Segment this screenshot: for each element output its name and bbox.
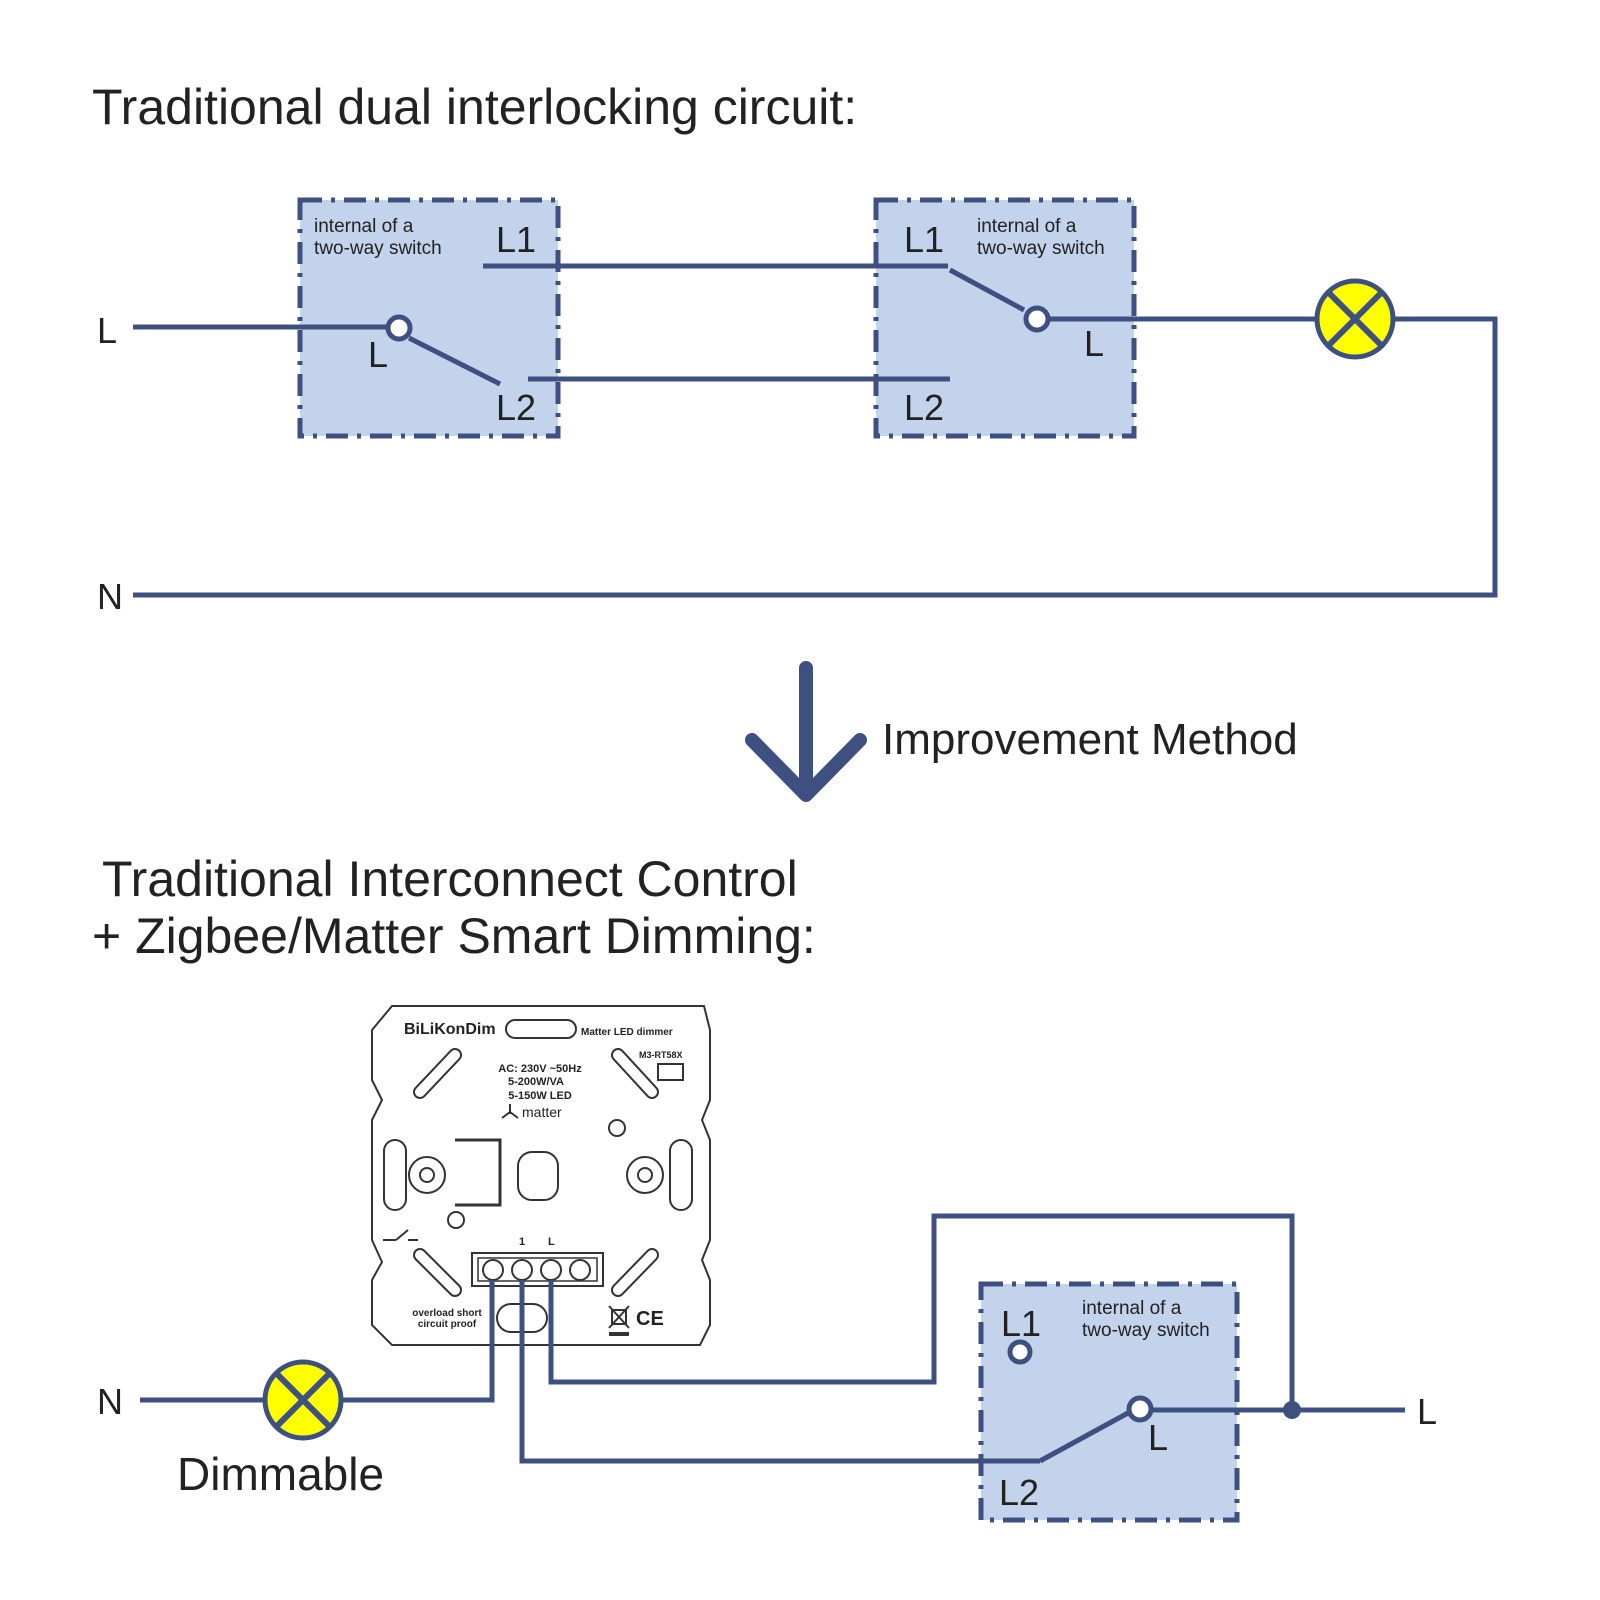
matter-logo-text: matter <box>522 1104 562 1120</box>
top-switch2-caption-1: internal of a <box>977 216 1077 237</box>
junction-dot <box>1283 1401 1301 1419</box>
dimmer-protection-2: circuit proof <box>418 1319 477 1330</box>
bottom-switch-caption-2: two-way switch <box>1082 1320 1210 1341</box>
top-title: Traditional dual interlocking circuit: <box>92 79 857 135</box>
bottom-switch-box <box>978 1281 1240 1523</box>
bottom-title-1: Traditional Interconnect Control <box>102 851 798 907</box>
top-switch2-terminal-l1: L1 <box>904 219 944 260</box>
top-switch1-box <box>297 197 561 439</box>
bottom-switch-terminal-l1: L1 <box>1001 1303 1041 1344</box>
bottom-wires <box>140 1213 1405 1464</box>
bottom-switch-terminal-l: L <box>1148 1417 1168 1458</box>
top-line-label: L <box>97 310 117 351</box>
bottom-switch-caption-1: internal of a <box>1082 1298 1182 1319</box>
top-switch2-caption-2: two-way switch <box>977 238 1105 259</box>
bottom-line-label: L <box>1417 1391 1437 1432</box>
bottom-switch-pivot <box>1126 1395 1154 1423</box>
top-switch1-caption-1: internal of a <box>314 216 414 237</box>
bottom-lamp-icon <box>262 1359 344 1441</box>
top-switch2-terminal-l: L <box>1084 323 1104 364</box>
weee-bin-icon <box>608 1305 630 1336</box>
matter-logo-icon <box>501 1104 519 1119</box>
dimmer-ce-mark: CE <box>636 1308 664 1330</box>
dimmer-protection-1: overload short <box>412 1308 482 1319</box>
top-switch1-terminal-l: L <box>368 334 388 375</box>
dimmer-device: BiLiKonDim Matter LED dimmer M3-RT58X AC… <box>371 1005 711 1346</box>
dimmer-spec-3: 5-150W LED <box>508 1090 572 1102</box>
top-lamp-icon <box>1314 278 1396 360</box>
top-switch1-caption-2: two-way switch <box>314 238 442 259</box>
top-switch1-pivot <box>385 314 413 342</box>
lamp-dimmable-label: Dimmable <box>177 1448 384 1500</box>
top-wires <box>133 263 1498 598</box>
improvement-label: Improvement Method <box>882 715 1298 764</box>
switch-symbol-icon <box>383 1229 418 1241</box>
dimmer-product: Matter LED dimmer <box>581 1027 673 1038</box>
bottom-switch-terminal-l2: L2 <box>999 1472 1039 1513</box>
bottom-title-2: + Zigbee/Matter Smart Dimming: <box>92 908 816 964</box>
dimmer-brand: BiLiKonDim <box>404 1021 496 1038</box>
dimmer-spec-1: AC: 230V ~50Hz <box>498 1063 582 1075</box>
dimmer-spec-2: 5-200W/VA <box>508 1076 564 1088</box>
top-switch1-terminal-l1: L1 <box>496 219 536 260</box>
top-switch2-terminal-l2: L2 <box>904 387 944 428</box>
top-switch2-pivot <box>1023 305 1051 333</box>
bottom-switch-l1-contact <box>1007 1339 1033 1365</box>
down-arrow-icon <box>745 661 867 802</box>
dimmer-terminal-l: L <box>548 1236 555 1248</box>
dimmer-model: M3-RT58X <box>639 1050 683 1060</box>
dimmer-terminal-1: 1 <box>519 1236 525 1248</box>
top-neutral-label: N <box>97 576 123 617</box>
bottom-neutral-label: N <box>97 1381 123 1422</box>
top-switch1-terminal-l2: L2 <box>496 387 536 428</box>
